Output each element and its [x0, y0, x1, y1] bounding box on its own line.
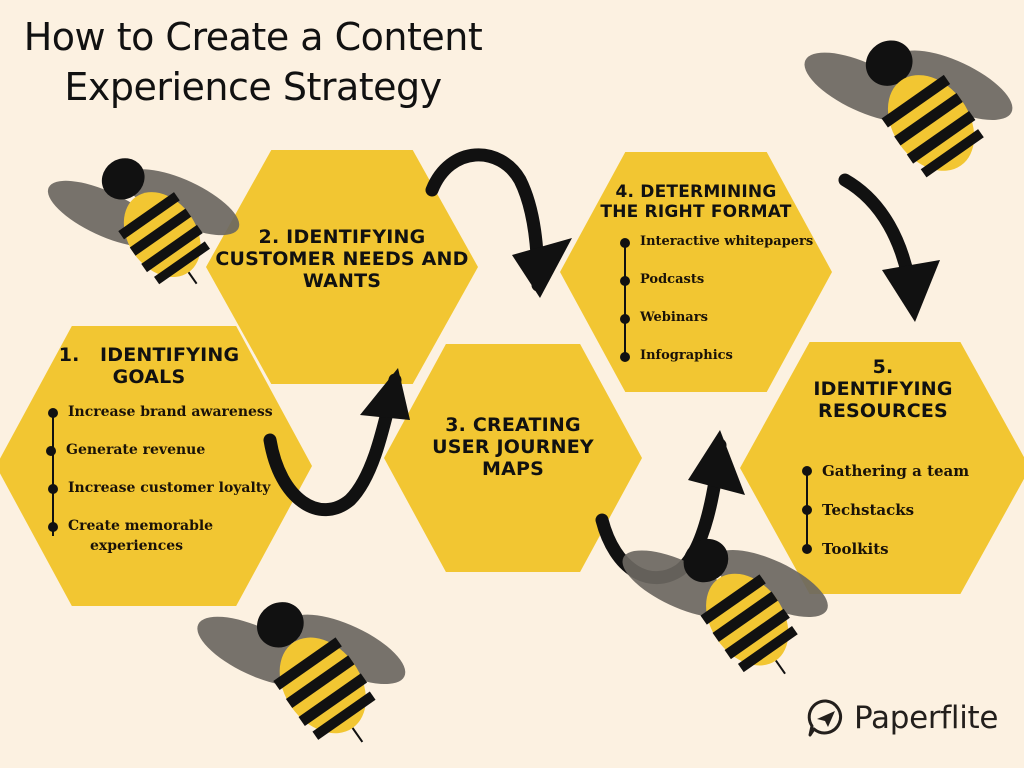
- title-line-1: How to Create a Content: [23, 15, 483, 59]
- infographic-title: How to Create a Content Experience Strat…: [18, 12, 488, 112]
- paper-plane-chat-icon: [807, 699, 842, 737]
- step-3-hexagon: 3. CREATING USER JOURNEY MAPS: [384, 344, 642, 572]
- step-5-list: Gathering a team Techstacks Toolkits: [802, 462, 1022, 560]
- bee-icon: [804, 40, 1013, 178]
- list-item: Gathering a team: [802, 462, 1022, 501]
- step-4-list: Interactive whitepapers Podcasts Webinar…: [620, 234, 830, 368]
- logo-text: Paperflite: [854, 700, 999, 736]
- title-line-2: Experience Strategy: [64, 65, 442, 109]
- list-connector-line: [624, 244, 626, 356]
- arrow-2-to-3-icon: [425, 148, 572, 298]
- step-4-hexagon: 4. DETERMINING THE RIGHT FORMAT Interact…: [560, 152, 832, 392]
- list-item: Webinars: [620, 310, 830, 348]
- step-1-heading: 1. IDENTIFYING GOALS: [58, 344, 240, 388]
- list-item: Increase brand awareness: [48, 404, 298, 442]
- list-item: Interactive whitepapers: [620, 234, 830, 272]
- step-2-heading: 2. IDENTIFYING CUSTOMER NEEDS AND WANTS: [215, 226, 469, 292]
- bee-icon: [622, 538, 828, 675]
- list-item: Infographics: [620, 348, 830, 368]
- list-connector-line: [52, 416, 54, 536]
- paperflite-logo: Paperflite: [806, 696, 998, 740]
- list-item: Increase customer loyalty: [48, 480, 298, 518]
- list-item: Generate revenue: [46, 442, 298, 480]
- step-3-heading: 3. CREATING USER JOURNEY MAPS: [432, 414, 594, 480]
- list-item: Toolkits: [802, 540, 1022, 560]
- bee-icon: [47, 158, 240, 285]
- step-1-hexagon: 1. IDENTIFYING GOALS Increase brand awar…: [0, 326, 312, 606]
- arrow-1-to-2-icon: [263, 368, 410, 517]
- list-item: Techstacks: [802, 501, 1022, 540]
- step-1-list: Increase brand awareness Generate revenu…: [46, 404, 298, 554]
- list-item: Create memorable: [48, 518, 298, 538]
- bee-icon: [197, 602, 406, 743]
- step-4-heading: 4. DETERMINING THE RIGHT FORMAT: [600, 182, 792, 222]
- list-item-continuation: experiences: [90, 538, 184, 554]
- step-5-heading: 5. IDENTIFYING RESOURCES: [813, 356, 953, 422]
- step-5-hexagon: 5. IDENTIFYING RESOURCES Gathering a tea…: [740, 342, 1024, 594]
- list-item: Podcasts: [620, 272, 830, 310]
- arrow-4-to-5-icon: [838, 173, 940, 322]
